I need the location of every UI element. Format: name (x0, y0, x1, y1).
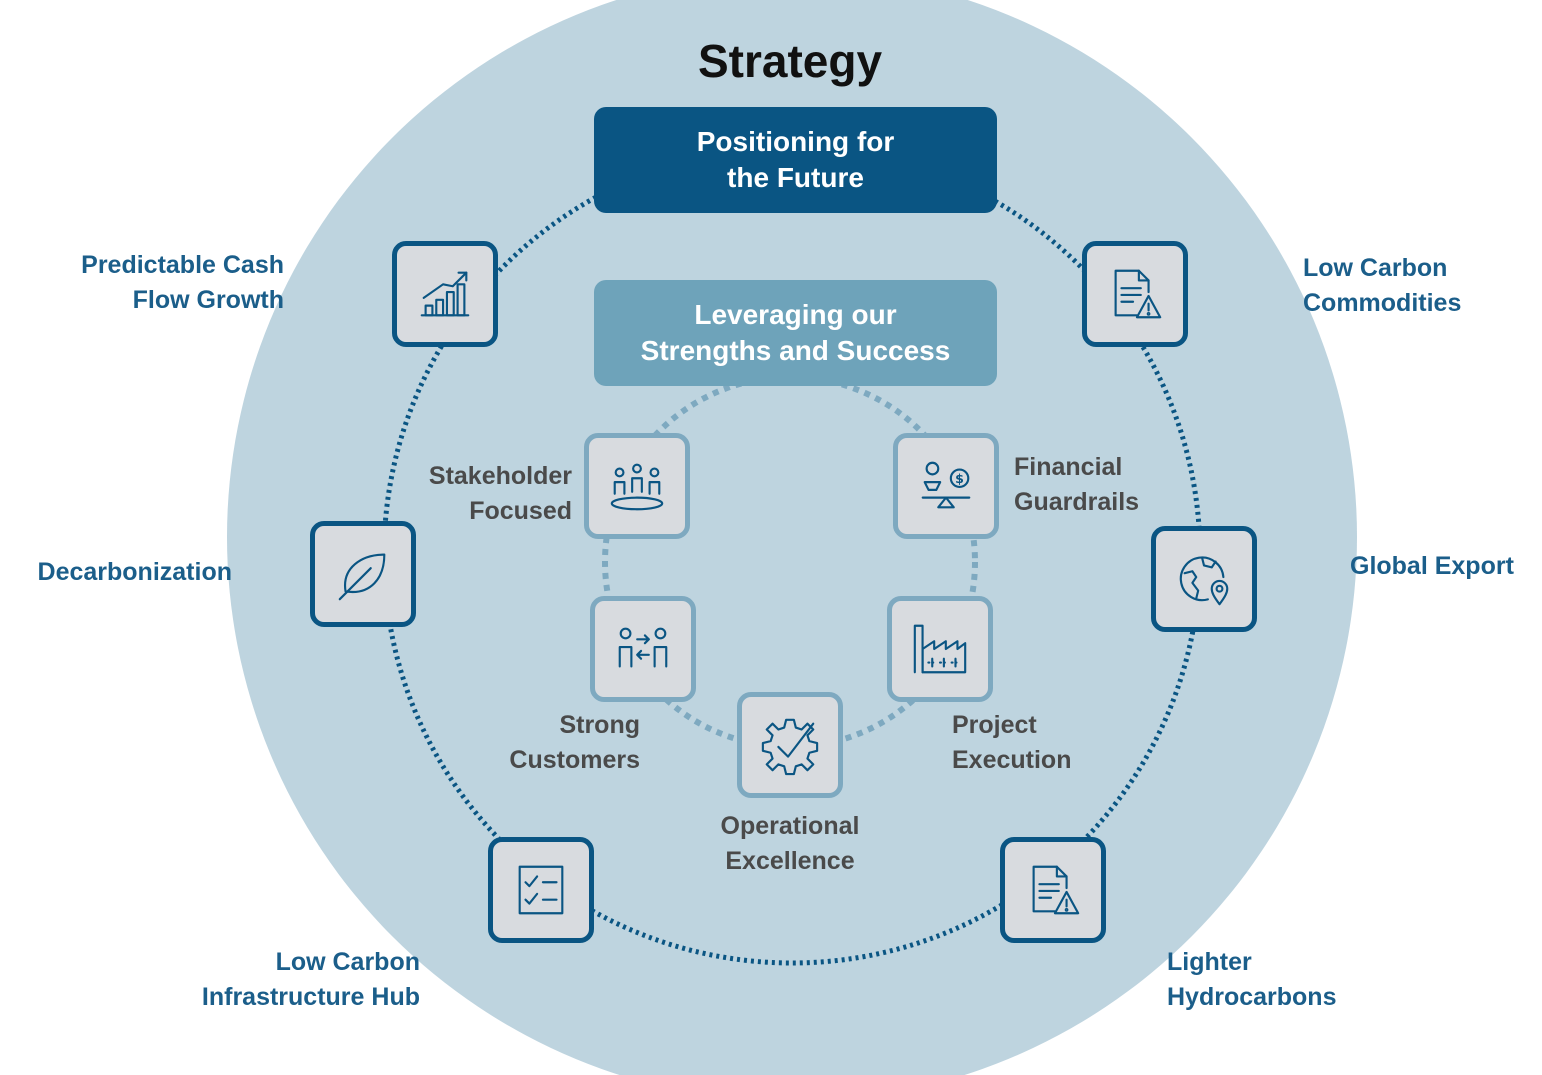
label-low-carbon-commodities: Low Carbon Commodities (1303, 254, 1462, 317)
people-group-icon (610, 463, 664, 511)
label-predictable-cash-flow: Predictable Cash Flow Growth (81, 251, 284, 314)
positioning-banner: Positioning for the Future (594, 107, 997, 213)
globe-location-icon (1179, 556, 1229, 606)
background-circle (227, 0, 1357, 1075)
checklist-icon (518, 865, 564, 915)
outer-item-infrastructure-hub (488, 837, 594, 943)
document-warning-icon (1114, 269, 1162, 319)
label-financial-guardrails: Financial Guardrails (1014, 453, 1140, 516)
outer-item-lighter-hydrocarbons (1000, 837, 1106, 943)
growth-chart-icon (420, 271, 470, 317)
factory-icon (913, 624, 967, 674)
gear-check-icon (761, 718, 819, 776)
label-stakeholder-focused: Stakeholder Focused (428, 462, 572, 525)
label-operational-excellence: Operational Excellence (720, 812, 860, 875)
outer-item-cash-flow (392, 241, 498, 347)
outer-item-global-export (1151, 526, 1257, 632)
diagram-title: Strategy (697, 35, 883, 87)
outer-item-low-carbon-commodities (1082, 241, 1188, 347)
inner-item-strong-customers (590, 596, 696, 702)
label-infrastructure-hub: Low Carbon Infrastructure Hub (201, 948, 420, 1011)
svg-text:$: $ (955, 471, 964, 486)
label-global-export: Global Export (1350, 552, 1514, 580)
label-project-execution: Project Execution (952, 711, 1072, 774)
outer-item-decarbonization (310, 521, 416, 627)
people-exchange-icon (618, 627, 668, 668)
label-lighter-hydrocarbons: Lighter Hydrocarbons (1167, 948, 1337, 1011)
inner-item-stakeholder (584, 433, 690, 539)
label-decarbonization: Decarbonization (37, 558, 232, 586)
leaf-icon (338, 553, 386, 601)
leveraging-banner: Leveraging our Strengths and Success (594, 280, 997, 386)
inner-item-project-execution (887, 596, 993, 702)
inner-item-operational (737, 692, 843, 798)
document-warning-icon (1032, 865, 1080, 915)
inner-item-financial: $ (893, 433, 999, 539)
label-strong-customers: Strong Customers (509, 711, 640, 774)
balance-scale-icon: $ (921, 461, 971, 509)
